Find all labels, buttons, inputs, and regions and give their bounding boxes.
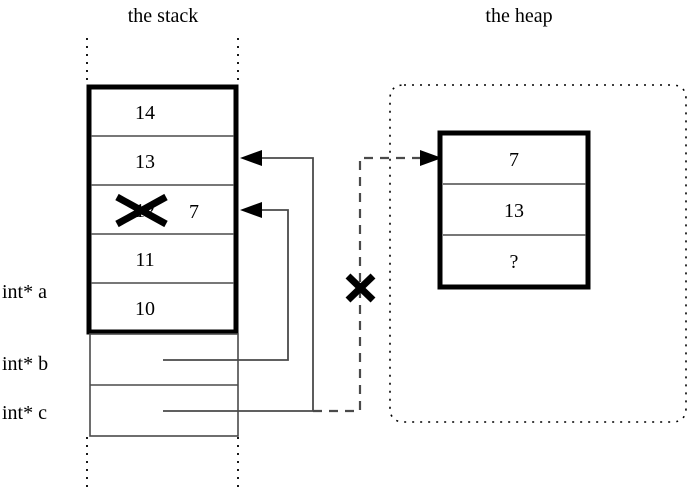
var-label-c: int* c [2, 402, 47, 424]
broken-pointer-x-icon [345, 273, 376, 303]
stack-guides-top [86, 38, 239, 86]
stack-cell-new-value: 7 [189, 201, 199, 223]
heap-block [437, 130, 591, 290]
stack-variable-block [89, 333, 239, 437]
pointer-a-arrow [163, 150, 314, 412]
stack-cell-value-4: 10 [135, 298, 155, 320]
var-label-b: int* b [2, 353, 48, 375]
heap-region-boundary [389, 84, 687, 423]
heap-cell-value-0: 7 [509, 149, 519, 171]
stack-array-block [86, 84, 239, 335]
pointer-c-dangling-arrow [313, 150, 442, 413]
var-label-a: int* a [2, 281, 47, 303]
heap-cell-value-1: 13 [504, 200, 524, 222]
heap-title: the heap [485, 5, 552, 27]
stack-title: the stack [128, 5, 199, 27]
stack-cell-value-0: 14 [135, 102, 155, 124]
stack-cell-value-3: 11 [135, 249, 154, 271]
struck-value-x-icon [115, 193, 168, 228]
heap-cell-value-2: ? [510, 251, 519, 273]
stack-guides-bottom [86, 437, 239, 487]
pointer-b-arrow [163, 202, 289, 361]
stack-cell-value-1: 13 [135, 151, 155, 173]
